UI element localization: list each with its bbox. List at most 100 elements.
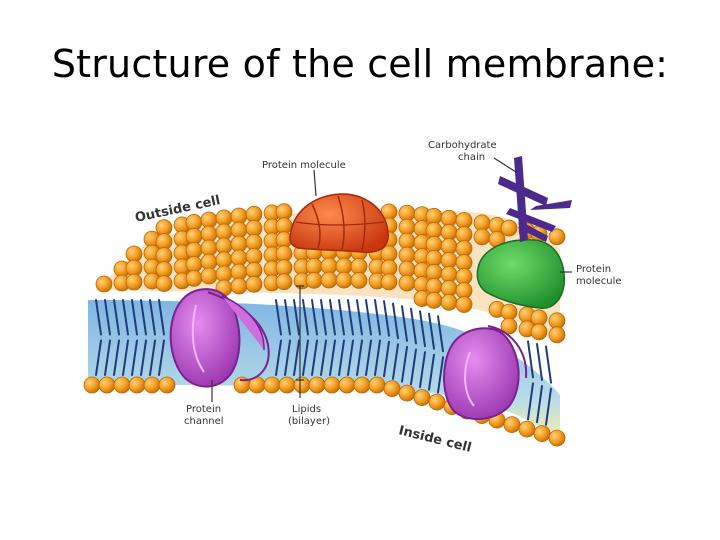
phospholipid-head	[275, 273, 293, 291]
carbohydrate-chain	[498, 156, 572, 242]
lipid-tail	[338, 339, 345, 376]
lipid-tail	[140, 299, 147, 336]
phospholipid-head	[83, 376, 101, 394]
lipid-tail	[374, 299, 381, 336]
phospholipid-head	[500, 219, 518, 237]
phospholipid-head	[368, 376, 386, 394]
phospholipid-heads	[83, 203, 566, 447]
label-protein-molecule-right-line1: Protein	[576, 264, 611, 275]
lipid-tail	[347, 339, 354, 376]
lipid-tail	[383, 300, 390, 337]
phospholipid-head	[320, 271, 338, 289]
protein-channel-left	[169, 288, 270, 388]
phospholipid-head	[335, 271, 353, 289]
lipid-tail	[437, 356, 444, 394]
lipid-tail	[437, 315, 444, 353]
lipid-tail	[410, 348, 417, 386]
lipid-tail	[347, 299, 354, 336]
lipid-tail	[293, 339, 300, 376]
phospholipid-head	[380, 273, 398, 291]
lipid-tail	[140, 339, 147, 376]
phospholipid-head	[155, 275, 173, 293]
lipid-tail	[158, 339, 165, 376]
phospholipid-head	[185, 269, 203, 287]
lipid-tail	[401, 305, 408, 342]
lipid-tail	[320, 339, 327, 376]
lipid-tail	[338, 299, 345, 336]
label-protein-molecule-top: Protein molecule	[262, 160, 346, 171]
lipid-tail	[293, 299, 300, 336]
lipid-tail	[104, 339, 111, 376]
label-lipids-line2: (bilayer)	[288, 416, 330, 427]
lipid-tail	[284, 299, 291, 336]
lipid-tail	[122, 339, 129, 376]
phospholipid-head	[530, 323, 548, 341]
phospholipid-head	[398, 274, 416, 292]
phospholipid-head	[518, 420, 536, 438]
label-inside-cell: Inside cell	[397, 423, 473, 456]
lipid-tail	[95, 299, 102, 336]
lipid-tail	[527, 382, 534, 421]
phospholipid-head	[338, 376, 356, 394]
phospholipid-head	[455, 296, 473, 313]
lipid-tail	[545, 345, 552, 384]
lipid-tail	[428, 353, 435, 391]
lipid-tail	[545, 387, 552, 426]
lipid-tail	[131, 299, 138, 336]
phospholipid-head	[200, 267, 218, 285]
lipid-tail	[302, 299, 309, 336]
lipid-tail	[365, 339, 372, 376]
phospholipid-head	[323, 376, 341, 394]
phospholipid-head	[263, 376, 281, 394]
phospholipid-head	[533, 425, 551, 443]
phospholipid-head	[98, 376, 116, 394]
lipid-tail	[113, 339, 120, 376]
phospholipid-head	[428, 393, 446, 411]
phospholipid-head	[473, 228, 491, 246]
lipid-tail	[275, 339, 282, 376]
label-protein-molecule-right-line2: molecule	[576, 276, 622, 287]
phospholipid-head	[548, 326, 566, 344]
lipid-tail	[428, 312, 435, 350]
protein-channel-right	[443, 325, 528, 420]
lipid-tail	[419, 310, 426, 348]
phospholipid-head	[353, 376, 371, 394]
lipid-tail	[419, 351, 426, 388]
lipid-tail	[401, 345, 408, 383]
phospholipid-head	[125, 273, 143, 291]
lipid-tail	[149, 339, 156, 376]
lipid-tail	[122, 299, 129, 336]
lipid-tail	[149, 299, 156, 336]
lipid-tail	[392, 343, 399, 380]
phospholipid-head	[158, 376, 176, 394]
phospholipid-head	[278, 376, 296, 394]
lipid-tail	[365, 299, 372, 336]
slide-title: Structure of the cell membrane:	[51, 42, 669, 86]
label-carbohydrate-line2: chain	[458, 152, 485, 163]
phospholipid-head	[398, 384, 416, 402]
phospholipid-head	[305, 271, 323, 289]
label-lipids-line1: Lipids	[292, 404, 321, 415]
lipid-tail	[158, 299, 165, 336]
lipid-tail	[383, 340, 390, 378]
phospholipid-head	[503, 416, 521, 434]
lipid-tail	[302, 339, 309, 376]
label-protein-channel-line1: Protein	[186, 404, 221, 415]
lipid-tail	[311, 299, 318, 336]
phospholipid-head	[548, 429, 566, 447]
lipid-tail	[284, 339, 291, 376]
protein-molecule-top	[289, 193, 389, 254]
lipid-tail	[536, 385, 543, 424]
lipid-tail	[329, 339, 336, 376]
phospholipid-head	[500, 317, 518, 335]
lipid-tail	[311, 339, 318, 376]
phospholipid-head	[548, 228, 566, 246]
lipid-tail	[275, 299, 282, 336]
phospholipid-head	[128, 376, 146, 394]
label-protein-channel-line2: channel	[184, 416, 224, 427]
lipid-tail	[356, 299, 363, 336]
lipid-tails	[95, 299, 552, 426]
phospholipid-head	[230, 277, 248, 295]
lipid-tail	[527, 340, 534, 379]
